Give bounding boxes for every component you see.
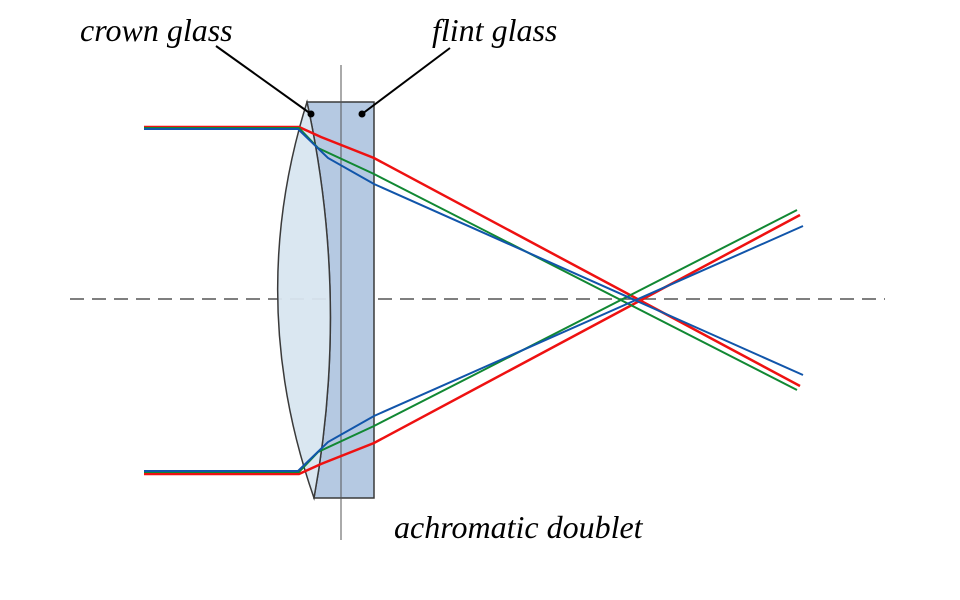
flint-glass-label: flint glass xyxy=(432,12,557,48)
red-ray-top xyxy=(144,125,801,388)
red-ray-bottom xyxy=(144,213,801,476)
crown-glass-label: crown glass xyxy=(80,12,233,48)
crown-glass-leader xyxy=(215,45,312,115)
flint-glass-leader-dot xyxy=(358,110,366,118)
flint-glass-leader xyxy=(361,47,451,115)
achromatic-doublet-label: achromatic doublet xyxy=(394,509,644,545)
blue-ray-bottom xyxy=(144,225,804,472)
crown-glass-leader-dot xyxy=(307,110,315,118)
blue-ray-top xyxy=(144,128,804,376)
crown-glass-element xyxy=(276,99,332,501)
